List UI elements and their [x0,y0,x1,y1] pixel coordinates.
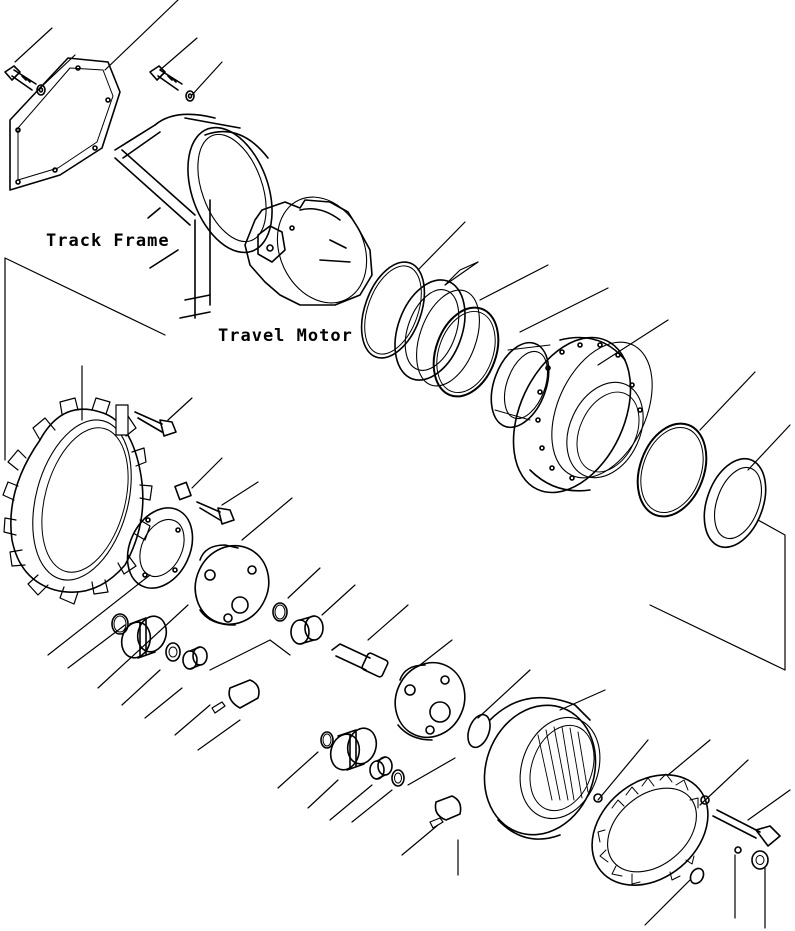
floating-seal [382,270,491,394]
planet-carrier-2 [383,651,477,749]
snap-ring-1 [112,614,128,634]
shaft [332,644,389,678]
seal-bolt [197,502,234,524]
pin-1 [229,680,259,708]
thrust-washer [464,712,494,751]
cover-washer [37,85,45,95]
small-o-ring [735,847,741,853]
roll-pin-2 [430,818,443,828]
pin-2 [435,796,460,820]
drain-plug [752,851,768,869]
spacer-1 [166,643,180,661]
plug [594,794,602,802]
o-ring-hub [626,414,719,526]
hub-housing [490,319,672,512]
travel-motor [245,182,383,317]
planet-carrier-1 [182,534,281,637]
bearing-race-outer [693,450,777,556]
roller-bearing-2 [327,725,380,773]
sprocket-bolt [135,412,176,436]
o-ring-large [350,253,437,366]
bearing-race [481,335,560,435]
set-screw [688,866,706,886]
ring-gear [467,690,614,851]
cover-plate [10,58,120,190]
lock-plate [175,482,191,499]
needle-bearing-1 [183,647,207,669]
snap-ring-3 [321,732,333,748]
sprocket [3,398,152,604]
thrust-plate [570,752,730,908]
o-ring-medium [422,299,510,406]
track-frame-housing [115,114,288,318]
label-track-frame: Track Frame [46,231,170,251]
label-travel-motor: Travel Motor [218,326,353,346]
snap-ring-2 [273,603,287,621]
housing-washer [186,91,194,101]
plate-bolt [713,810,780,846]
roller-bearing-1 [118,613,170,661]
side-washer [701,796,709,804]
housing-bolt [150,66,182,90]
leader-lines [5,0,790,928]
needle-bearing-3 [370,757,392,779]
needle-bearing-2 [291,616,323,644]
seal-cover [115,497,205,598]
roll-pin-1 [212,702,225,713]
cover-bolt [5,66,36,90]
spacer-2 [392,770,404,786]
